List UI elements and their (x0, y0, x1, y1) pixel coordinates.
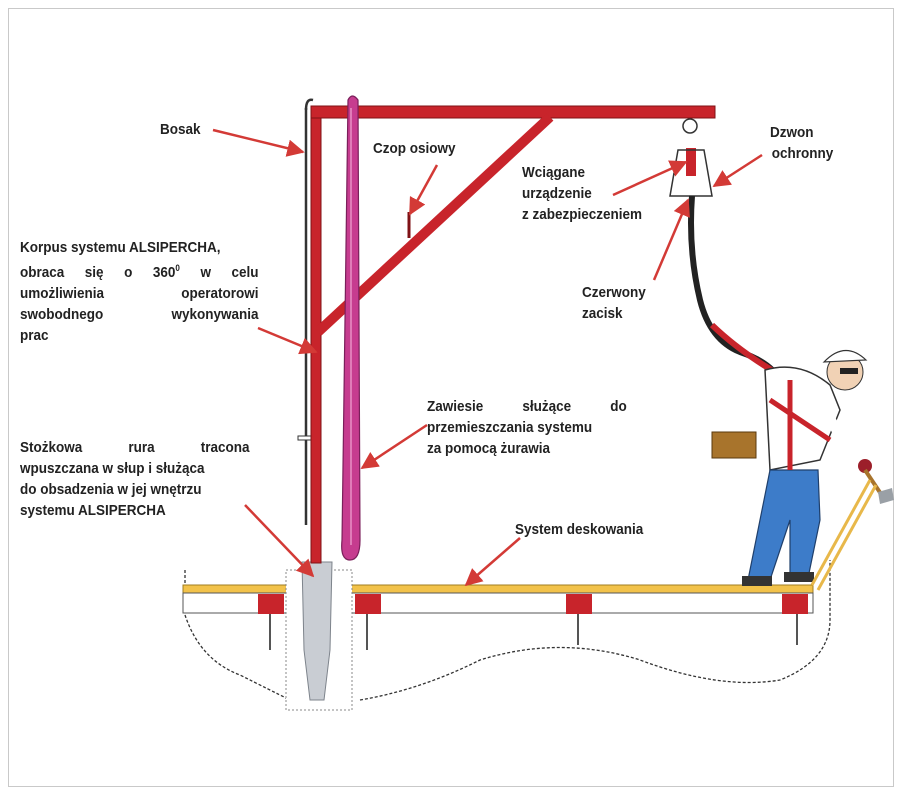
label-line: wpuszczana w słup i służąca (20, 460, 205, 477)
label-line: Stożkowa rura tracona (20, 439, 250, 456)
boom-swivel (682, 118, 698, 134)
boom (310, 105, 716, 119)
label-line: prac (20, 327, 49, 344)
label-line: zacisk (582, 305, 623, 322)
arrow-deskowanie (464, 537, 521, 587)
label-line: Wciągane (522, 164, 586, 181)
arrow-wciagane (612, 160, 688, 197)
hook-tip (304, 98, 314, 111)
deck-beam (355, 594, 381, 614)
label-line: urządzenie (522, 185, 592, 202)
label-line: obraca się o 3600 w celu (20, 263, 259, 281)
label-korpus-systemu: Korpus systemu ALSIPERCHA, obraca się o … (20, 237, 259, 346)
ladder (810, 479, 872, 586)
label-line: swobodnego wykonywania (20, 306, 259, 323)
arrow-zawiesie (360, 423, 428, 470)
arrow-korpus (257, 326, 318, 355)
label-bosak: Bosak (160, 121, 201, 138)
label-line: systemu ALSIPERCHA (20, 502, 166, 519)
label-line: do obsadzenia w jej wnętrzu (20, 481, 202, 498)
deck-beam (258, 594, 284, 614)
retractable-device (686, 148, 696, 176)
protective-bell (669, 149, 713, 197)
label-stozkowa-rura: Stożkowa rura tracona wpuszczana w słup … (20, 437, 250, 521)
label-zawiesie: Zawiesie służące do przemieszczania syst… (427, 396, 627, 459)
deck-beam (566, 594, 592, 614)
figure-frame (8, 8, 894, 787)
lost-pipe (301, 561, 333, 701)
label-dzwon-ochronny: Dzwon ochronny (770, 122, 833, 164)
arrow-stozkowa (244, 504, 315, 578)
label-czop-osiowy: Czop osiowy (373, 140, 456, 157)
label-line: umożliwienia operatorowi (20, 285, 259, 302)
label-line: z zabezpieczeniem (522, 206, 643, 223)
mast (310, 107, 322, 564)
concrete-outline (184, 560, 831, 701)
arrow-bosak (212, 128, 305, 157)
deck-board (182, 584, 814, 594)
label-line: Czerwony (582, 284, 646, 301)
label-system-deskowania: System deskowania (515, 521, 644, 538)
worker-figure (711, 349, 894, 591)
arrow-czerwony (652, 198, 690, 281)
label-line: za pomocą żurawia (427, 440, 551, 457)
label-line: Zawiesie służące do (427, 398, 627, 415)
label-wciagane-urzadzenie: Wciągane urządzenie z zabezpieczeniem (522, 162, 666, 225)
arrow-dzwon (712, 153, 763, 188)
label-line: przemieszczania systemu (427, 419, 593, 436)
label-line: Korpus systemu ALSIPERCHA, (20, 239, 221, 256)
label-line: ochronny (771, 145, 834, 162)
arrow-czop (408, 164, 439, 216)
label-czerwony-zacisk: Czerwony zacisk (582, 282, 646, 324)
deck-beam (782, 594, 808, 614)
label-line: Dzwon (770, 124, 814, 141)
lifeline-cable (688, 195, 783, 382)
